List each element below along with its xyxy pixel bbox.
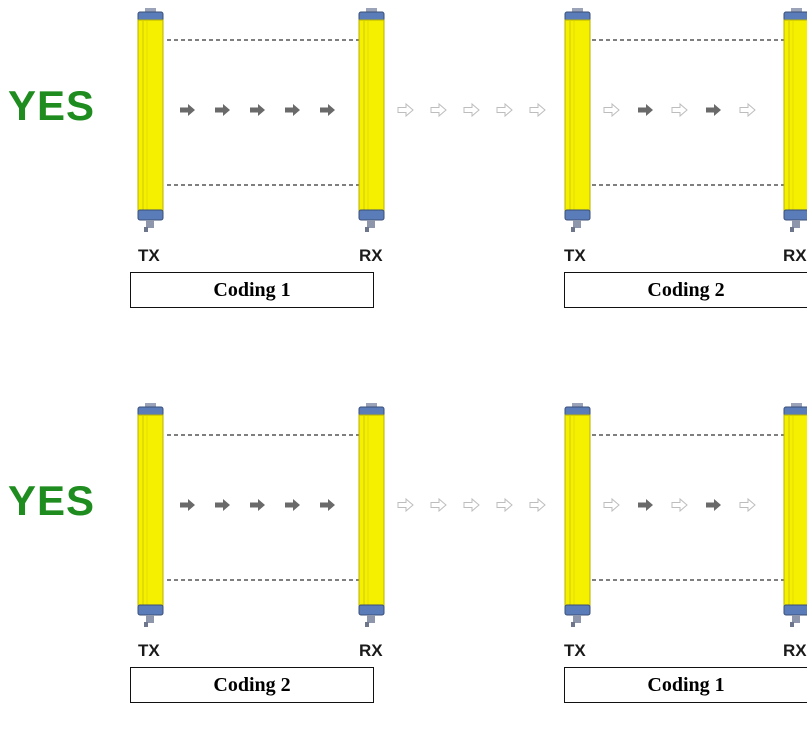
- rx-label: RX: [783, 641, 807, 660]
- arrow-right-filled: [215, 499, 230, 511]
- arrow-right-filled: [320, 104, 335, 116]
- light-curtain-diagram: [137, 8, 807, 232]
- rx-label: RX: [783, 246, 807, 265]
- scenario-row-2: YES TX RX TX RX Coding 2 Coding 1: [0, 395, 807, 745]
- arrow-right-filled: [180, 499, 195, 511]
- arrow-right-outline: [430, 102, 447, 118]
- tx-label: TX: [564, 246, 586, 265]
- arrow-right-outline: [603, 497, 620, 513]
- yes-status: YES: [8, 477, 96, 524]
- arrow-right-filled: [638, 104, 653, 116]
- arrow-right-filled: [215, 104, 230, 116]
- arrow-right-outline: [463, 497, 480, 513]
- yes-status: YES: [8, 82, 96, 129]
- rx-label: RX: [359, 246, 383, 265]
- coding-box: Coding 1: [564, 667, 807, 703]
- arrow-right-filled: [180, 104, 195, 116]
- light-curtain-column: [358, 403, 385, 627]
- light-curtain-column: [783, 8, 807, 232]
- arrow-right-outline: [671, 497, 688, 513]
- arrow-right-outline: [430, 497, 447, 513]
- light-curtain-column: [358, 8, 385, 232]
- scenario-row-1: YES TX RX TX RX Coding 1 Coding 2: [0, 0, 807, 350]
- tx-label: TX: [564, 641, 586, 660]
- arrow-right-outline: [671, 102, 688, 118]
- coding-box: Coding 2: [130, 667, 374, 703]
- coding-box: Coding 1: [130, 272, 374, 308]
- arrow-right-filled: [285, 104, 300, 116]
- arrow-right-filled: [706, 104, 721, 116]
- arrow-right-filled: [250, 104, 265, 116]
- arrow-right-outline: [739, 102, 756, 118]
- arrow-right-outline: [529, 497, 546, 513]
- arrow-right-outline: [529, 102, 546, 118]
- coding-box: Coding 2: [564, 272, 807, 308]
- light-curtain-column: [564, 8, 591, 232]
- arrow-right-outline: [397, 102, 414, 118]
- light-curtain-column: [137, 403, 164, 627]
- rx-label: RX: [359, 641, 383, 660]
- arrow-right-outline: [397, 497, 414, 513]
- arrow-right-filled: [250, 499, 265, 511]
- light-curtain-column: [137, 8, 164, 232]
- light-curtain-column: [783, 403, 807, 627]
- arrow-right-filled: [638, 499, 653, 511]
- tx-label: TX: [138, 641, 160, 660]
- arrow-right-filled: [320, 499, 335, 511]
- arrow-right-outline: [739, 497, 756, 513]
- light-curtain-diagram: [137, 403, 807, 627]
- arrow-right-outline: [496, 102, 513, 118]
- arrow-right-filled: [706, 499, 721, 511]
- arrow-right-outline: [463, 102, 480, 118]
- arrow-right-outline: [603, 102, 620, 118]
- arrow-right-outline: [496, 497, 513, 513]
- arrow-right-filled: [285, 499, 300, 511]
- light-curtain-column: [564, 403, 591, 627]
- tx-label: TX: [138, 246, 160, 265]
